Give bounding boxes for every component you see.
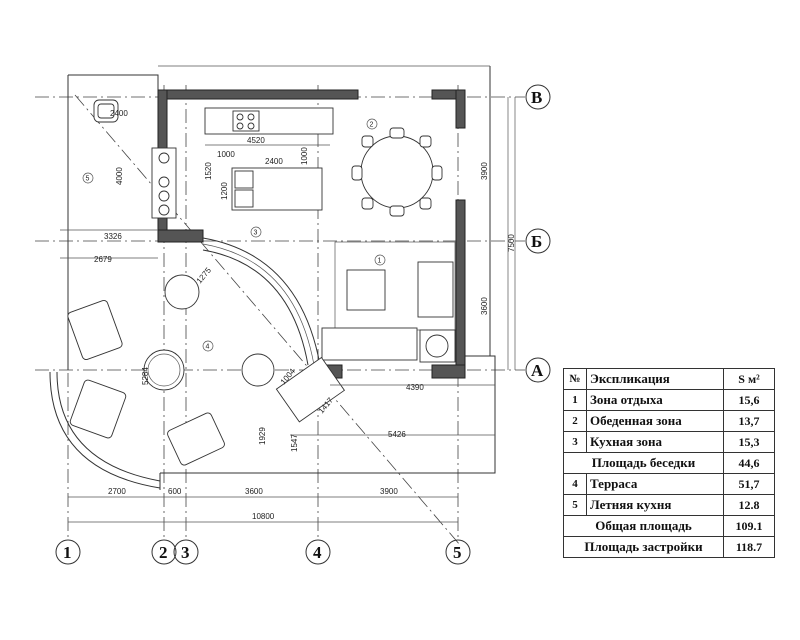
dim-10800: 10800	[252, 512, 275, 521]
axis-b: Б	[531, 232, 542, 251]
dim-1000-v: 1000	[300, 147, 309, 165]
dining-table	[351, 127, 443, 217]
row-area: 15,6	[723, 389, 775, 411]
axis-3: 3	[181, 543, 190, 562]
room-marker-5: 5	[86, 176, 90, 183]
dim-5284: 5284	[141, 367, 150, 385]
dim-2700: 2700	[108, 487, 126, 496]
explication-table: № Экспликация S м² 1 Зона отдыха 15,6 2 …	[563, 368, 775, 558]
total-area: 109.1	[723, 515, 775, 537]
dim-2400: 2400	[110, 109, 128, 118]
axis-1: 1	[63, 543, 72, 562]
header-unit: S м²	[723, 368, 775, 390]
subtotal-row: Площадь беседки 44,6	[563, 452, 775, 474]
dim-4390: 4390	[406, 383, 424, 392]
header-title: Экспликация	[586, 368, 724, 390]
table-row: 3 Кухная зона 15,3	[563, 431, 775, 453]
table-header: № Экспликация S м²	[563, 368, 775, 390]
dim-1929: 1929	[258, 427, 267, 445]
dim-1275: 1275	[195, 265, 214, 285]
dim-2679: 2679	[94, 255, 112, 264]
axis-v: В	[531, 88, 542, 107]
row-name: Летняя кухня	[586, 494, 724, 516]
built-area-row: Площадь застройки 118.7	[563, 536, 775, 558]
dim-3900-right: 3900	[480, 162, 489, 180]
built-name: Площадь застройки	[563, 536, 724, 558]
kitchen-furniture	[93, 99, 334, 211]
row-no: 3	[563, 431, 587, 453]
table-row: 5 Летняя кухня 12.8	[563, 494, 775, 516]
curved-partition	[202, 237, 321, 366]
axis-4: 4	[313, 543, 322, 562]
row-name: Терраса	[586, 473, 724, 495]
axis-2: 2	[159, 543, 168, 562]
row-no: 1	[563, 389, 587, 411]
dim-1547: 1547	[290, 434, 299, 452]
subtotal-area: 44,6	[723, 452, 775, 474]
dim-7500: 7500	[507, 234, 516, 252]
dim-4520: 4520	[247, 136, 265, 145]
dim-1520: 1520	[204, 162, 213, 180]
living-furniture	[321, 241, 456, 363]
dim-4000: 4000	[115, 167, 124, 185]
table-row: 4 Терраса 51,7	[563, 473, 775, 495]
table-row: 2 Обеденная зона 13,7	[563, 410, 775, 432]
dim-3326: 3326	[104, 232, 122, 241]
row-name: Зона отдыха	[586, 389, 724, 411]
axis-markers: В Б А 1 2 3 4 5	[55, 84, 551, 565]
terrace-furniture	[67, 274, 346, 466]
dim-3600: 3600	[245, 487, 263, 496]
room-markers: 1 2 3 4 5	[82, 118, 386, 352]
table-row: 1 Зона отдыха 15,6	[563, 389, 775, 411]
room-marker-4: 4	[206, 344, 210, 351]
row-area: 13,7	[723, 410, 775, 432]
dim-1000: 1000	[217, 150, 235, 159]
total-row: Общая площадь 109.1	[563, 515, 775, 537]
dim-1200: 1200	[220, 182, 229, 200]
header-no: №	[563, 368, 587, 390]
row-name: Обеденная зона	[586, 410, 724, 432]
dim-2400-kitchen: 2400	[265, 157, 283, 166]
room-marker-2: 2	[370, 122, 374, 129]
row-no: 4	[563, 473, 587, 495]
row-area: 51,7	[723, 473, 775, 495]
row-area: 12.8	[723, 494, 775, 516]
total-name: Общая площадь	[563, 515, 724, 537]
room-marker-1: 1	[378, 258, 382, 265]
dim-3900: 3900	[380, 487, 398, 496]
row-name: Кухная зона	[586, 431, 724, 453]
built-area: 118.7	[723, 536, 775, 558]
room-marker-3: 3	[254, 230, 258, 237]
axis-a: А	[531, 361, 544, 380]
dim-600: 600	[168, 487, 182, 496]
axis-5: 5	[453, 543, 462, 562]
row-area: 15,3	[723, 431, 775, 453]
dim-3600-right: 3600	[480, 297, 489, 315]
dimension-lines	[60, 97, 516, 523]
row-no: 2	[563, 410, 587, 432]
dim-5426: 5426	[388, 430, 406, 439]
row-no: 5	[563, 494, 587, 516]
terrace-outline	[49, 65, 496, 490]
subtotal-name: Площадь беседки	[563, 452, 724, 474]
